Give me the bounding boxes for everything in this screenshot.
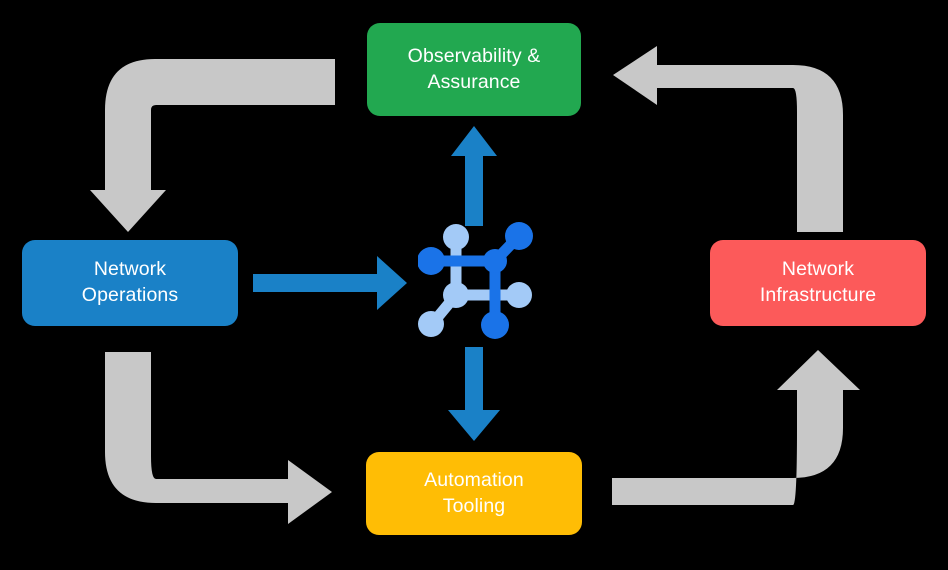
connector-center-to-observability [451, 126, 497, 226]
network-icon-dark-nodes [418, 222, 533, 339]
node-automation-tooling[interactable]: Automation Tooling [366, 452, 582, 535]
connector-observability-to-operations [90, 59, 335, 232]
connector-operations-to-center [253, 256, 407, 310]
node-automation-label: Automation Tooling [424, 468, 524, 517]
node-observability-assurance[interactable]: Observability & Assurance [367, 23, 581, 116]
network-icon-light-nodes [418, 224, 532, 337]
node-operations-label: Network Operations [81, 258, 179, 306]
node-network-infrastructure[interactable]: Network Infrastructure [710, 240, 926, 326]
node-network-operations[interactable]: Network Operations [22, 240, 238, 326]
node-observability-label: Observability & Assurance [407, 44, 541, 93]
connector-center-to-automation [448, 347, 500, 441]
node-infrastructure-label: Network Infrastructure [759, 258, 877, 306]
connector-automation-to-infrastructure [612, 350, 860, 505]
network-topology-icon [418, 222, 533, 339]
connector-operations-to-automation [105, 352, 332, 524]
connector-infrastructure-to-observability [613, 46, 843, 232]
